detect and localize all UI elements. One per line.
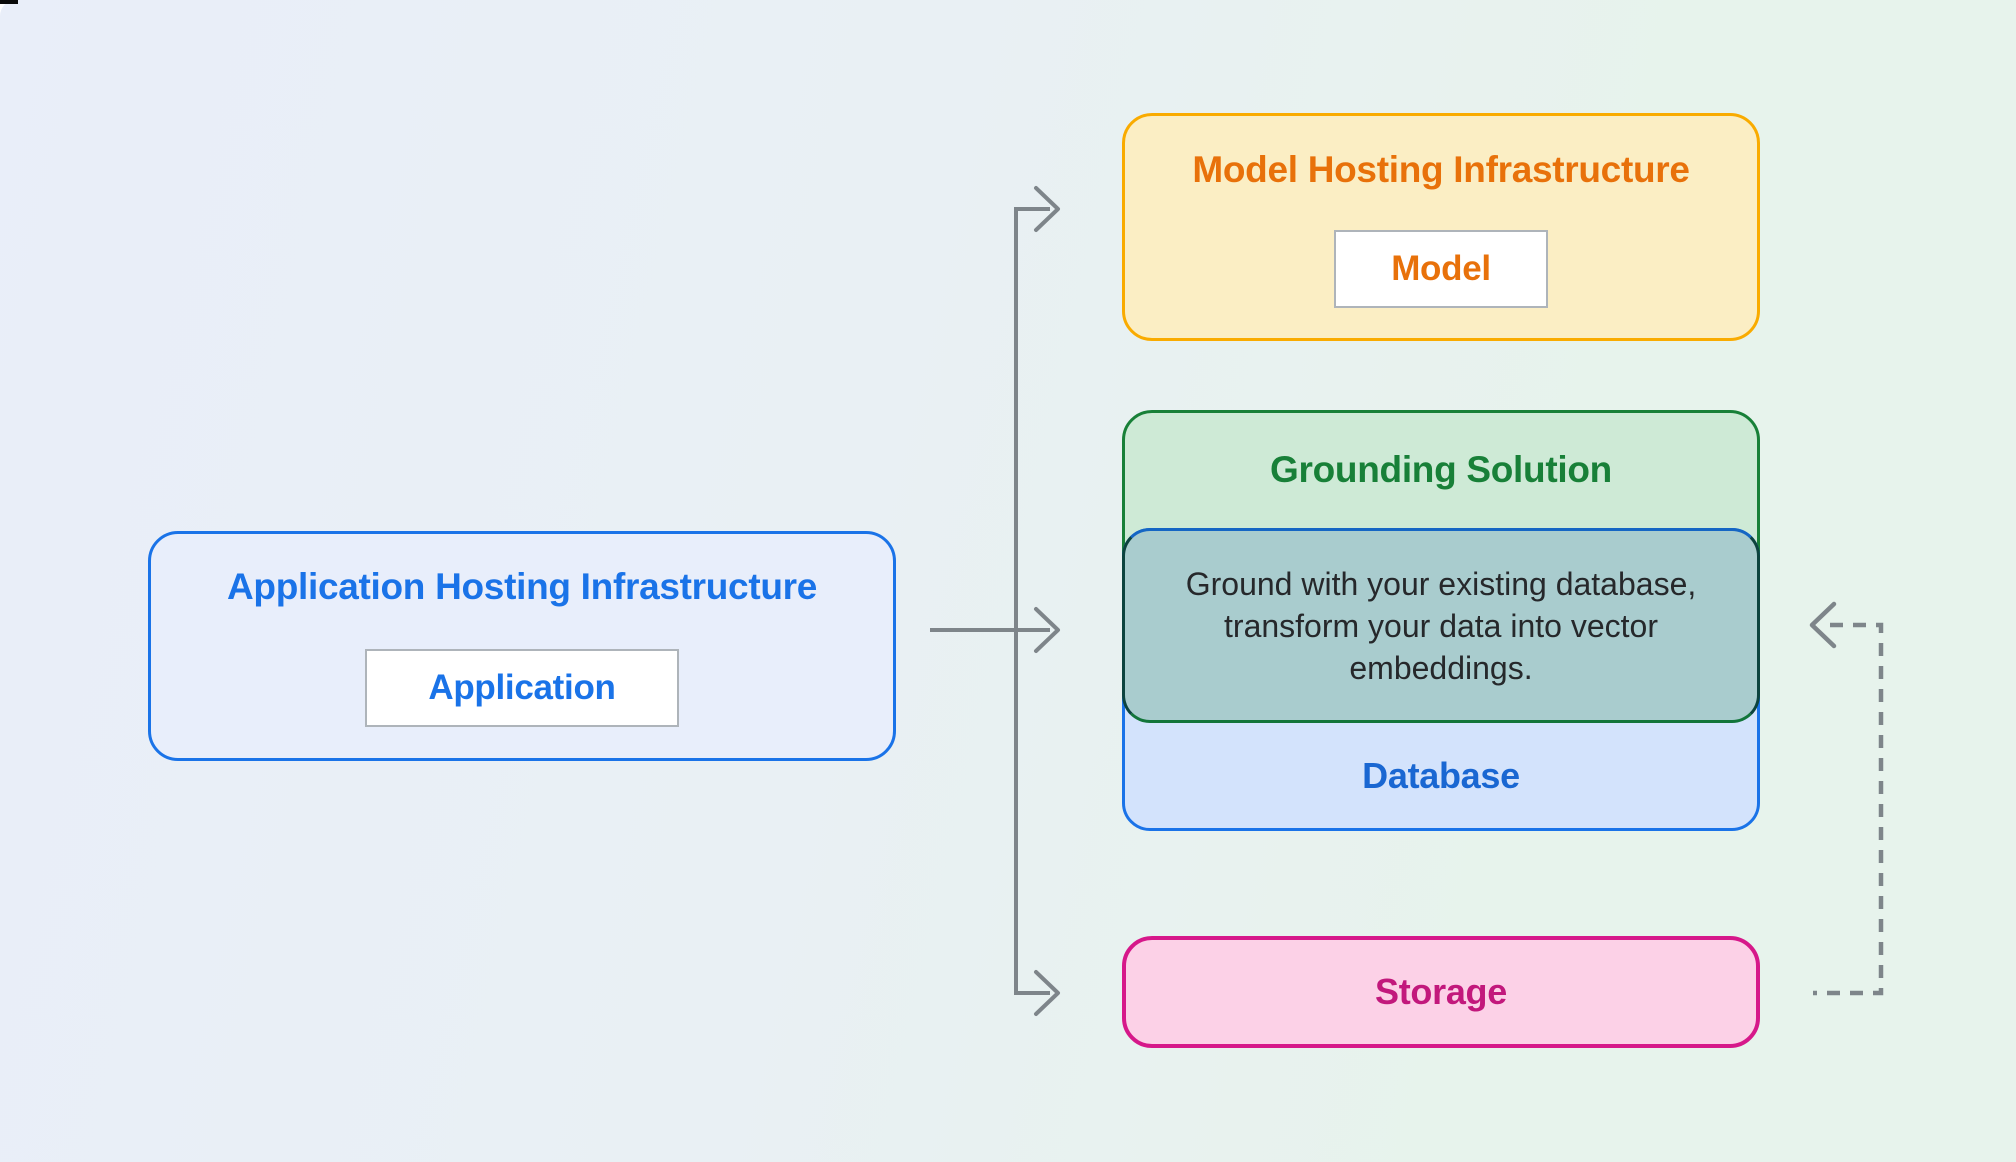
corner-artifact <box>0 0 18 4</box>
model-chip-label: Model <box>1391 249 1491 288</box>
application-chip-label: Application <box>428 668 616 707</box>
grounding-solution-title: Grounding Solution <box>1270 449 1612 490</box>
application-hosting-title: Application Hosting Infrastructure <box>226 566 818 607</box>
storage-label: Storage <box>1375 971 1507 1012</box>
model-chip: Model <box>1334 230 1548 308</box>
embedding-note-box: Ground with your existing database, tran… <box>1122 528 1760 723</box>
application-chip: Application <box>365 649 679 727</box>
storage-box: Storage <box>1122 936 1760 1048</box>
database-label: Database <box>1362 755 1520 796</box>
embedding-note-text: Ground with your existing database, tran… <box>1185 565 1697 686</box>
model-hosting-title: Model Hosting Infrastructure <box>1192 149 1690 190</box>
model-hosting-box: Model Hosting Infrastructure Model <box>1122 113 1760 341</box>
application-hosting-box: Application Hosting Infrastructure Appli… <box>148 531 896 761</box>
